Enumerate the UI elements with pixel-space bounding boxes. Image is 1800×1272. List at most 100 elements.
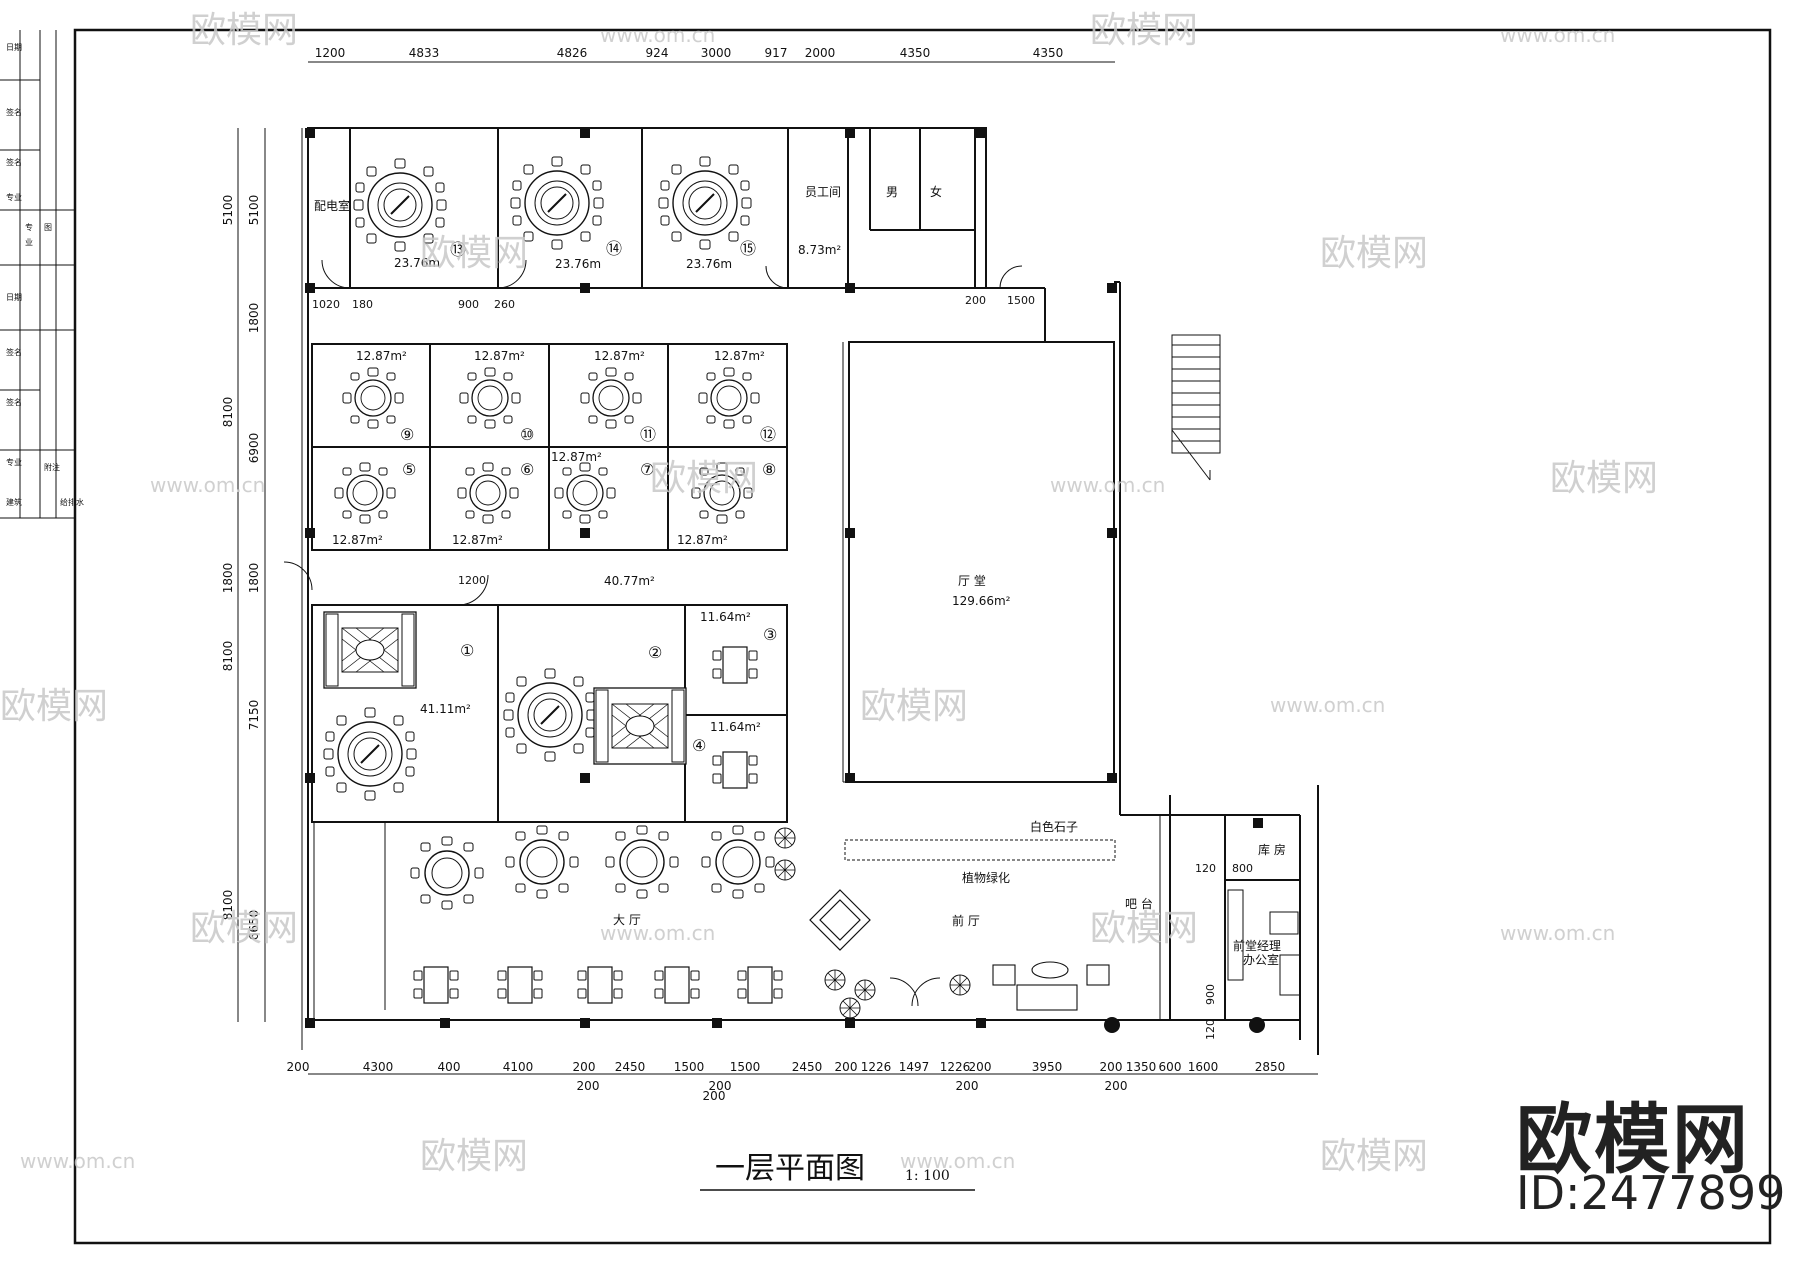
watermark: 欧模网: [860, 686, 968, 727]
watermark: 欧模网: [1320, 233, 1428, 274]
room-numbers: ① ② ③ ④ ⑤ ⑥ ⑦ ⑧ ⑨ ⑩ ⑪ ⑫ ⑬ ⑭ ⑮: [400, 239, 777, 755]
room-label: 23.76m: [686, 257, 732, 271]
title-block-cell: 业: [25, 237, 33, 247]
watermark-url: www.om.cn: [1500, 23, 1615, 47]
dimension-label: 200: [1105, 1079, 1128, 1093]
room-label: 12.87m²: [551, 450, 602, 464]
women-label: 女: [930, 184, 942, 199]
image-id: ID:2477899: [1516, 1166, 1786, 1220]
plant-icon: [949, 974, 971, 996]
room-number: ⑩: [520, 425, 534, 444]
room-label: 23.76m: [394, 256, 440, 270]
watermark: 欧模网: [190, 10, 298, 51]
watermark-url: www.om.cn: [20, 1149, 135, 1173]
watermark-url: www.om.cn: [1500, 921, 1615, 945]
title-block-cell: 签名: [6, 107, 22, 117]
dimension-label: 1800: [221, 563, 235, 594]
dimension-label: 8100: [221, 641, 235, 672]
dimension-label: 120: [1195, 862, 1216, 875]
room-label: 前堂经理: [1233, 938, 1281, 953]
drawing-scale: 1: 100: [905, 1168, 950, 1184]
dimension-label: 3000: [701, 46, 732, 60]
title-block-cell: 专业: [6, 457, 22, 467]
diamond-feature: [809, 889, 871, 951]
dimension-label: 400: [438, 1060, 461, 1074]
title-block-text: 日期 签名 签名 专业 日期 签名 签名 专业 建筑 专 业 图 附注 给排水: [6, 43, 84, 507]
room-number: ⑤: [402, 460, 416, 479]
drawing-title-group: 一层平面图 1: 100: [700, 1151, 975, 1191]
dimension-label: 8100: [221, 397, 235, 428]
round-table-room-2: [503, 668, 597, 762]
plant-icon: [839, 997, 861, 1019]
dimension-label: 180: [352, 298, 373, 311]
watermark: 欧模网: [190, 908, 298, 949]
structural-columns: [305, 128, 1265, 1033]
title-block-cell: 专业: [6, 192, 22, 202]
dimension-label: 200: [965, 294, 986, 307]
dimension-label: 5100: [247, 195, 261, 226]
dimension-label: 1800: [247, 303, 261, 334]
table-room-3: [712, 646, 758, 684]
room-number: ⑮: [740, 239, 756, 258]
table-room-11: [580, 367, 642, 429]
dimension-label: 1200: [315, 46, 346, 60]
hall-square-table: [654, 966, 700, 1004]
plant-icon: [854, 979, 876, 1001]
title-block-cell: 日期: [6, 293, 22, 302]
dimension-label: 200: [835, 1060, 858, 1074]
dimension-label: 4300: [363, 1060, 394, 1074]
office-furniture: [1227, 889, 1301, 996]
room-number: ⑪: [640, 425, 656, 444]
title-block-cell: 日期: [6, 43, 22, 52]
round-table-15: [658, 156, 752, 250]
watermark-url: www.om.cn: [1050, 473, 1165, 497]
dimension-label: 2850: [1255, 1060, 1286, 1074]
room-label: 库 房: [1258, 842, 1286, 857]
lounge-sofa: [992, 961, 1110, 1011]
room-label: 吧 台: [1125, 896, 1153, 911]
watermark-url: www.om.cn: [1270, 693, 1385, 717]
room-number: ①: [460, 641, 474, 660]
room-label: 11.64m²: [700, 610, 751, 624]
misc-dimensions: 1020 180 900 260 1200 200 1500 120 800 1…: [312, 294, 1253, 1040]
room-number: ④: [692, 736, 706, 755]
bottom-dimensions: 200 4300 400 4100 200 2450 1500 1500 245…: [287, 1060, 1286, 1103]
title-block-cell: 给排水: [60, 497, 84, 507]
sofa-room-1: [323, 611, 417, 689]
room-label: 12.87m²: [714, 349, 765, 363]
left-dimensions: 5100 8100 1800 8100 8100 5100 1800 6900 …: [221, 195, 261, 941]
dimension-label: 200: [956, 1079, 979, 1093]
table-room-5: [334, 462, 396, 524]
dimension-label: 600: [1159, 1060, 1182, 1074]
dimension-label: 4100: [503, 1060, 534, 1074]
room-label: 12.87m²: [452, 533, 503, 547]
top-dimensions: 1200 4833 4826 924 3000 917 2000 4350 43…: [315, 46, 1064, 60]
dimension-label: 1800: [247, 563, 261, 594]
hall-square-table: [497, 966, 543, 1004]
title-block-cell: 签名: [6, 157, 22, 167]
table-room-4: [712, 751, 758, 789]
title-block-cell: 图: [44, 223, 52, 232]
men-label: 男: [886, 185, 898, 199]
watermark: 欧模网: [1090, 908, 1198, 949]
plant-icon: [774, 859, 796, 881]
room-number: ②: [648, 643, 662, 662]
dimension-label: 200: [573, 1060, 596, 1074]
watermark-url: www.om.cn: [150, 473, 265, 497]
room-label: 前 厅: [952, 913, 980, 928]
hall-round-table: [505, 825, 579, 899]
dimension-label: 2450: [792, 1060, 823, 1074]
watermark-url: www.om.cn: [600, 23, 715, 47]
brand-logo: 欧模网: [1516, 1095, 1750, 1184]
dimension-label: 5100: [221, 195, 235, 226]
watermark: 欧模网: [1550, 458, 1658, 499]
dimension-label: 200: [709, 1079, 732, 1093]
room-labels: 配电室 员工间 8.73m² 男 女 23.76m 23.76m 23.76m …: [314, 184, 1286, 967]
dimension-label: 2000: [805, 46, 836, 60]
watermark: 欧模网: [650, 458, 758, 499]
dimension-label: 1350: [1126, 1060, 1157, 1074]
room-label: 大 厅: [613, 913, 641, 927]
staircase: [1171, 334, 1221, 481]
room-label: 41.11m²: [420, 702, 471, 716]
